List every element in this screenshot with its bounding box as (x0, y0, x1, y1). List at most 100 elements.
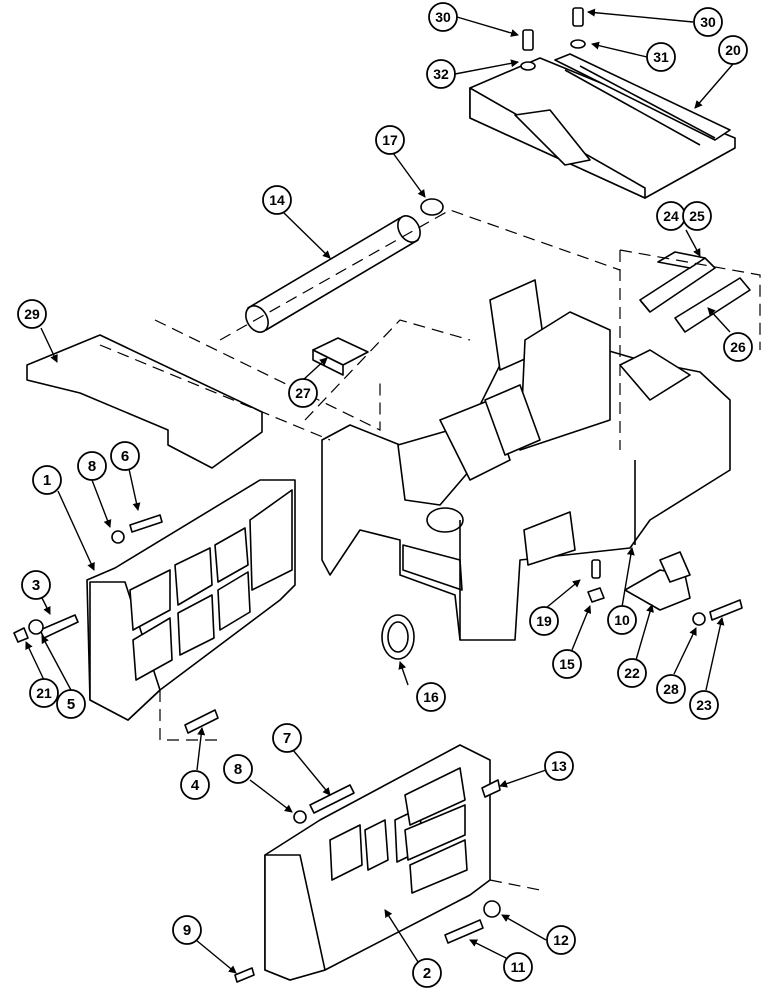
callout-number: 8 (234, 761, 242, 778)
callout-number: 21 (36, 685, 52, 701)
callout-circle (544, 751, 574, 781)
callout-circle (29, 678, 59, 708)
callout-number: 10 (614, 612, 630, 628)
callout-number: 2 (423, 965, 431, 982)
callout-26: 26 (723, 332, 753, 362)
callout-circle (272, 723, 302, 753)
callout-number: 24 (663, 208, 679, 224)
callout-circle (288, 378, 318, 408)
callout-number: 6 (121, 448, 129, 465)
cover-plate-part (469, 53, 736, 199)
callout-number: 11 (511, 959, 526, 975)
callout-circle (412, 958, 442, 988)
callout-circle (32, 465, 62, 495)
callout-number: 30 (435, 9, 451, 25)
callout-number: 22 (624, 665, 640, 681)
callout-number: 25 (689, 208, 705, 224)
callout-number: 7 (283, 730, 291, 747)
callout-number: 16 (423, 689, 439, 705)
callout-16: 16 (416, 682, 446, 712)
side-frame-upper-part (86, 479, 296, 721)
main-housing-part (321, 279, 731, 641)
callout-10: 10 (607, 605, 637, 635)
callout-circle (21, 570, 51, 600)
callout-circle (723, 332, 753, 362)
side-frame-lower-part (264, 744, 491, 981)
callout-circle (718, 35, 748, 65)
bracket-part (624, 551, 691, 611)
callout-circle (262, 185, 292, 215)
callout-15: 15 (552, 649, 582, 679)
callout-circle (77, 451, 107, 481)
callout-circle (503, 952, 533, 982)
callout-number: 4 (191, 777, 200, 794)
callout-number: 12 (553, 932, 569, 948)
callout-number: 26 (730, 339, 746, 355)
callout-24: 24 (656, 201, 686, 231)
callout-circle (617, 658, 647, 688)
callout-8b: 8 (223, 754, 253, 784)
callout-25: 25 (682, 201, 712, 231)
callout-12: 12 (546, 925, 576, 955)
callout-5: 5 (56, 689, 86, 719)
callout-circle (546, 925, 576, 955)
callout-27: 27 (288, 378, 318, 408)
block-part (312, 337, 369, 376)
callout-number: 17 (382, 132, 398, 148)
top-fasteners-part (520, 7, 586, 71)
callout-circle (689, 690, 719, 720)
callout-circle (656, 674, 686, 704)
callout-11: 11 (503, 952, 533, 982)
callout-number: 19 (536, 613, 552, 629)
callout-number: 27 (295, 385, 311, 401)
callout-number: 15 (559, 656, 575, 672)
gasket-plate-part (26, 334, 263, 469)
callout-number: 8 (88, 458, 96, 475)
callout-17: 17 (375, 125, 405, 155)
callout-circle (172, 915, 202, 945)
callout-circle (646, 42, 676, 72)
callout-30a: 30 (428, 2, 458, 32)
callout-circle (17, 299, 47, 329)
callout-22: 22 (617, 658, 647, 688)
callout-2: 2 (412, 958, 442, 988)
callout-20: 20 (718, 35, 748, 65)
shaft-part (245, 215, 421, 333)
callout-28: 28 (656, 674, 686, 704)
callout-number: 23 (696, 697, 712, 713)
callout-number: 20 (725, 42, 741, 58)
callout-circle (426, 59, 456, 89)
callout-9: 9 (172, 915, 202, 945)
callout-circle (428, 2, 458, 32)
callout-circle (110, 441, 140, 471)
callout-4: 4 (180, 770, 210, 800)
callout-circle (223, 754, 253, 784)
callout-number: 31 (653, 49, 669, 65)
callout-31: 31 (646, 42, 676, 72)
callout-circle (693, 7, 723, 37)
assembly-lines (99, 209, 761, 891)
callout-number: 28 (663, 681, 679, 697)
small-fasteners (13, 514, 743, 983)
callout-number: 14 (269, 192, 285, 208)
callout-30b: 30 (693, 7, 723, 37)
callout-7: 7 (272, 723, 302, 753)
callout-number: 32 (433, 66, 449, 82)
callout-number: 13 (551, 758, 567, 774)
callout-circle (552, 649, 582, 679)
callout-3: 3 (21, 570, 51, 600)
seal-part (381, 614, 415, 660)
callout-circle (682, 201, 712, 231)
callout-number: 5 (67, 696, 75, 713)
callout-circle (180, 770, 210, 800)
callout-circle (416, 682, 446, 712)
leader-lines (25, 8, 734, 974)
callout-14: 14 (262, 185, 292, 215)
callout-32: 32 (426, 59, 456, 89)
callout-1: 1 (32, 465, 62, 495)
callout-circle (56, 689, 86, 719)
callout-number: 9 (183, 922, 191, 939)
callout-6: 6 (110, 441, 140, 471)
